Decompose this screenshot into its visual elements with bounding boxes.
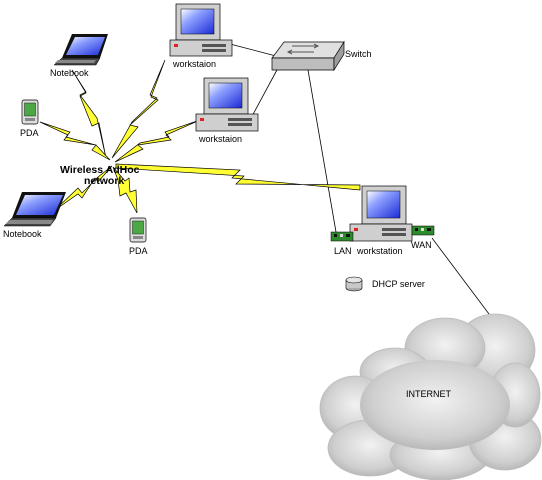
label-workstation-mid: workstaion (198, 134, 242, 144)
link-ws-mid-switch (249, 67, 279, 121)
monitor-icon (208, 82, 243, 109)
label-lan: LAN (334, 246, 352, 256)
cloud-icon (319, 313, 542, 480)
monitor-icon (180, 8, 215, 35)
label-pda-left: PDA (20, 128, 39, 138)
notebook-top[interactable] (53, 34, 108, 66)
label-internet: INTERNET (406, 389, 452, 399)
label-gateway-workstation: workstation (356, 246, 403, 256)
lan-nic[interactable] (330, 231, 354, 242)
label-wan: WAN (411, 240, 432, 250)
link-wan-internet (431, 237, 493, 319)
switch-icon (286, 43, 320, 55)
laptop-icon (55, 60, 96, 63)
gateway-workstation[interactable] (349, 185, 413, 242)
bolt-to-notebook-bottom (54, 165, 113, 211)
dhcp-server[interactable] (345, 276, 363, 292)
wan-nic[interactable] (411, 225, 435, 236)
label-switch: Switch (345, 49, 372, 59)
wireless-links (39, 59, 361, 214)
database-icon (346, 280, 362, 288)
center-label-line2: network (84, 175, 124, 187)
label-dhcp-server: DHCP server (372, 279, 425, 289)
label-pda-bottom: PDA (129, 246, 148, 256)
pda-icon (132, 220, 144, 235)
bolt-to-workstation-top (111, 59, 166, 159)
laptop-icon (6, 220, 53, 224)
bolt-to-pda-left (39, 121, 111, 161)
link-ws-top-switch (229, 43, 277, 57)
switch-device[interactable] (271, 40, 345, 72)
center-label-line1: Wireless AdHoc (60, 164, 140, 176)
pda-bottom[interactable] (129, 217, 147, 243)
notebook-bottom[interactable] (3, 192, 66, 227)
monitor-icon (366, 190, 401, 219)
bolt-to-pda-bottom (112, 166, 138, 214)
workstation-top[interactable] (169, 3, 233, 57)
link-switch-lan (307, 69, 337, 233)
pda-icon (24, 102, 36, 117)
wired-links (229, 43, 493, 319)
bolt-to-notebook-top (71, 69, 107, 159)
bolt-to-workstation-mid (114, 119, 201, 163)
internet-cloud[interactable] (319, 313, 542, 480)
workstation-mid[interactable] (195, 77, 259, 132)
wireless-network-label: Wireless AdHoc network (60, 164, 140, 187)
label-notebook-top: Notebook (50, 68, 89, 78)
label-workstation-top: workstaion (172, 59, 216, 69)
label-notebook-bottom: Notebook (3, 229, 42, 239)
pda-left[interactable] (21, 99, 39, 125)
bolt-to-gateway (115, 163, 361, 191)
